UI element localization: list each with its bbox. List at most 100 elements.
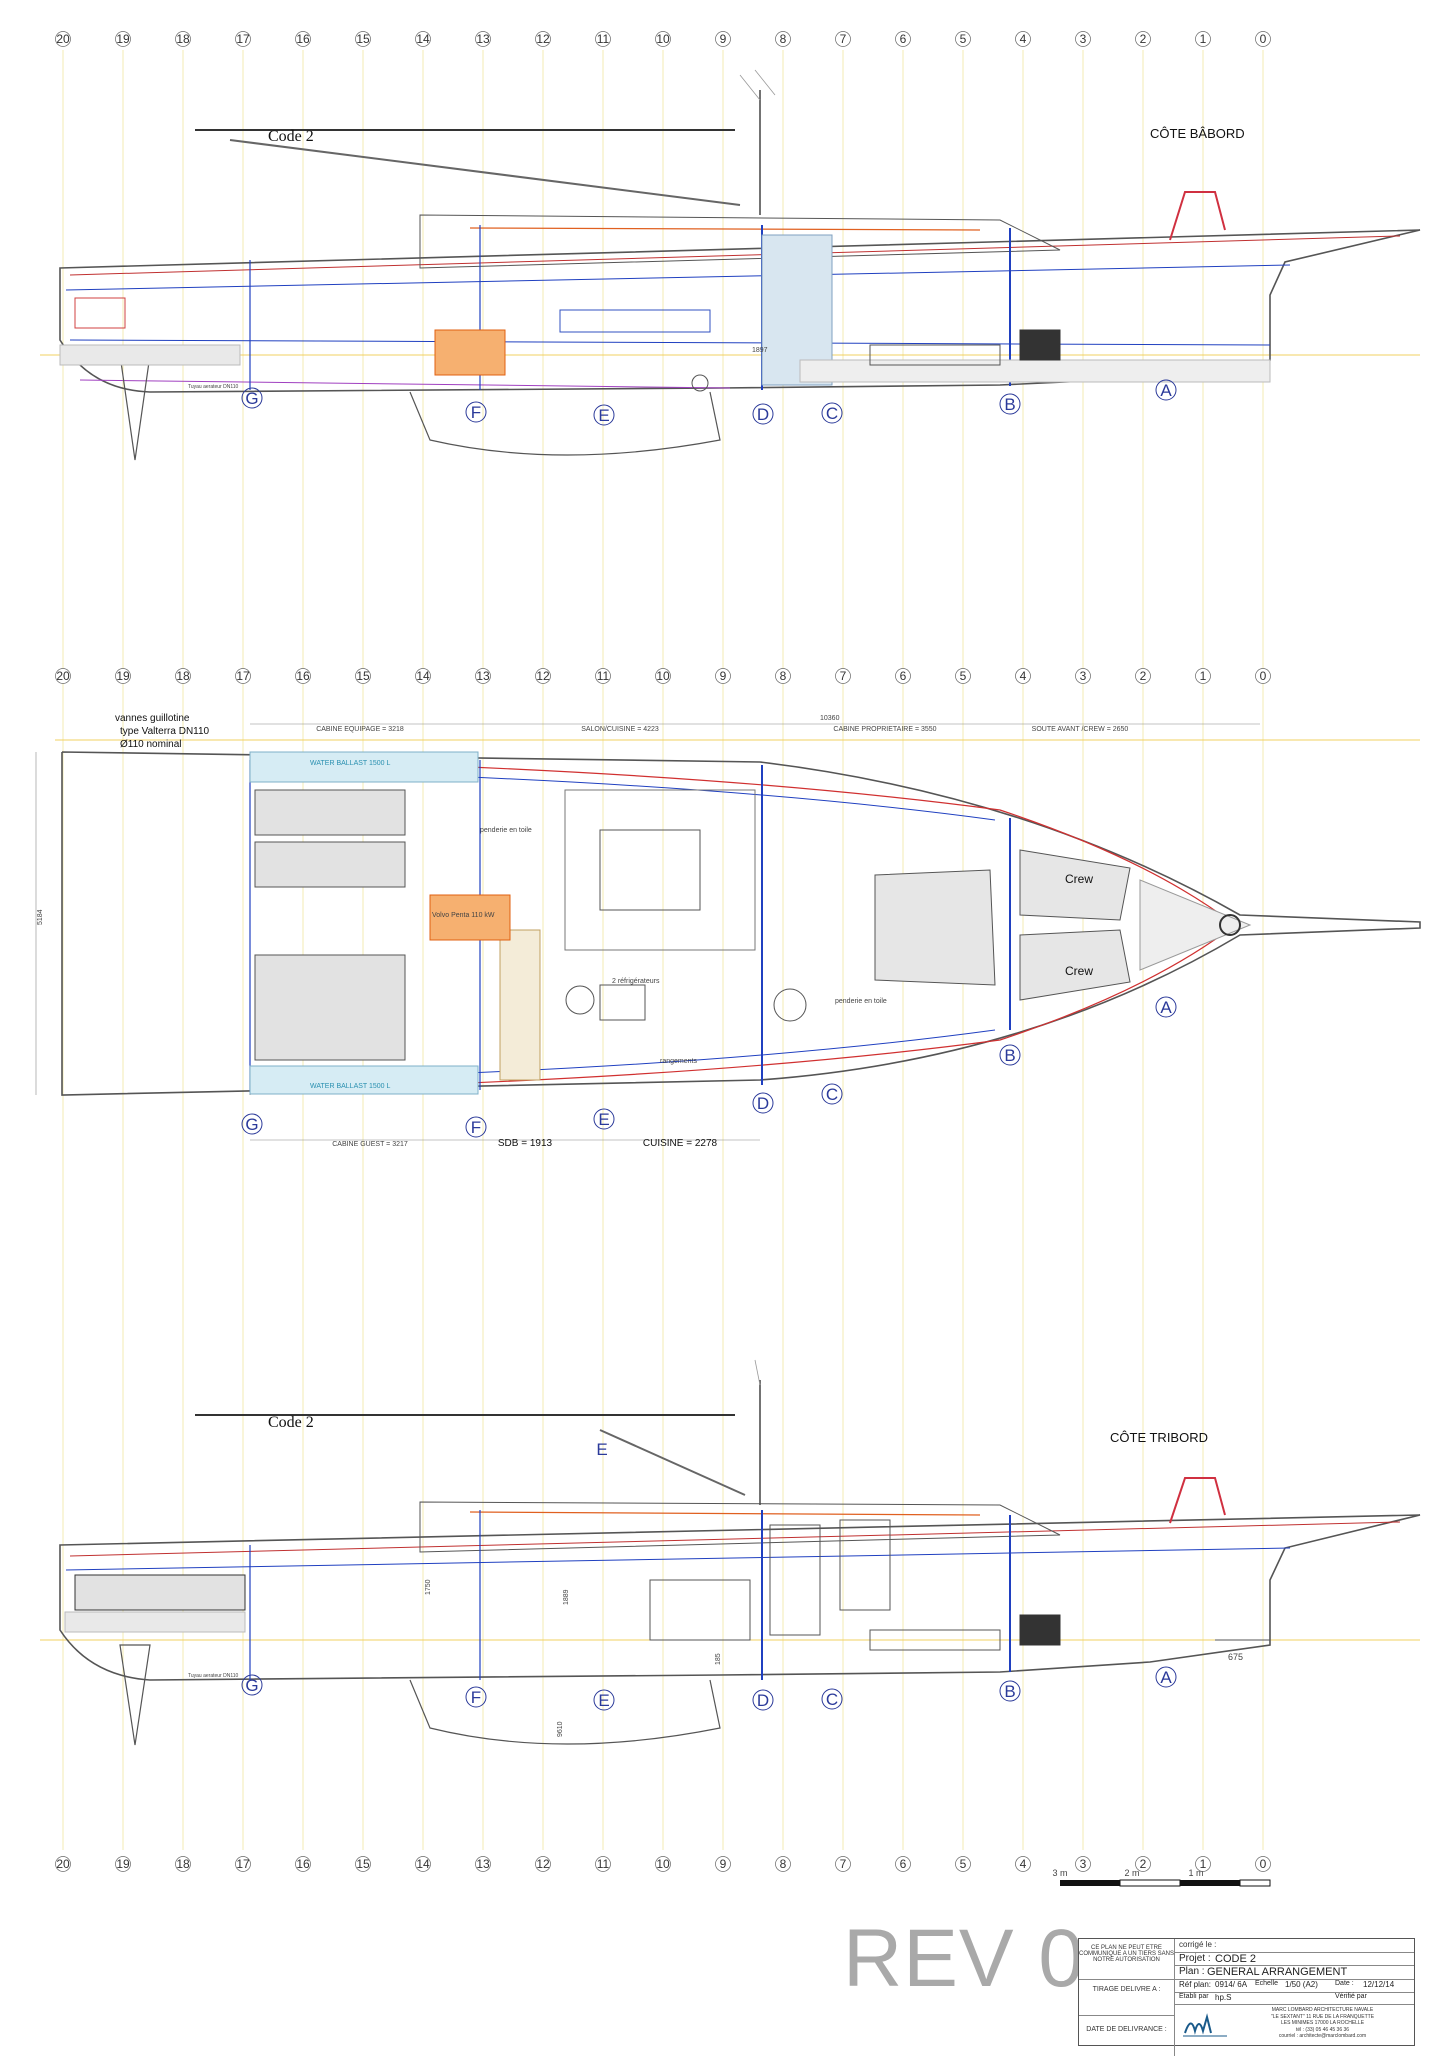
station-label: 5 xyxy=(960,669,967,683)
section-marker-label: D xyxy=(757,405,769,424)
port-mast-label: Code 2 xyxy=(268,128,314,145)
station-marker xyxy=(835,668,851,684)
station-label: 16 xyxy=(296,32,310,46)
dim-185: 185 xyxy=(715,1653,722,1665)
station-marker xyxy=(1075,668,1091,684)
scale-value: 1/50 (A2) xyxy=(1285,1980,1318,1989)
station-label: 6 xyxy=(900,32,907,46)
station-marker xyxy=(55,668,71,684)
section-marker-circle xyxy=(821,1688,843,1710)
station-marker xyxy=(475,668,491,684)
station-marker xyxy=(895,1856,911,1872)
station-marker xyxy=(115,1856,131,1872)
station-label: 13 xyxy=(476,1857,490,1871)
station-marker xyxy=(115,668,131,684)
station-marker xyxy=(355,1856,371,1872)
station-marker xyxy=(535,1856,551,1872)
station-marker xyxy=(955,1856,971,1872)
station-marker xyxy=(595,1856,611,1872)
station-label: 12 xyxy=(536,32,550,46)
section-marker-circle xyxy=(593,1689,615,1711)
zone-salon: SALON/CUISINE = 4223 xyxy=(581,726,659,733)
section-marker-circle xyxy=(999,1680,1021,1702)
section-marker-circle xyxy=(752,403,774,425)
station-label: 10 xyxy=(656,669,670,683)
section-marker-circle xyxy=(465,401,487,423)
station-marker xyxy=(235,31,251,47)
station-label: 12 xyxy=(536,669,550,683)
section-marker-circle xyxy=(999,1044,1021,1066)
station-label: 2 xyxy=(1140,1857,1147,1871)
station-label: 0 xyxy=(1260,1857,1267,1871)
port-vent-note: Tuyau aerateur DN110 xyxy=(188,384,239,390)
station-marker xyxy=(1255,668,1271,684)
station-marker xyxy=(715,1856,731,1872)
plan-name: GENERAL ARRANGEMENT xyxy=(1207,1966,1348,1978)
station-marker xyxy=(1255,1856,1271,1872)
scale-label: Echelle xyxy=(1255,1980,1278,1987)
station-marker xyxy=(955,31,971,47)
date-label: Date : xyxy=(1335,1980,1354,1987)
station-label: 16 xyxy=(296,669,310,683)
section-marker-circle xyxy=(593,1108,615,1130)
section-marker-label: F xyxy=(471,1688,481,1707)
starboard-mast-label: Code 2 xyxy=(268,1414,314,1431)
section-marker-label: G xyxy=(245,389,258,408)
station-marker xyxy=(1075,31,1091,47)
station-marker xyxy=(475,31,491,47)
beam-dimension: 5184 xyxy=(37,909,44,925)
section-marker-label: B xyxy=(1004,1046,1015,1065)
station-label: 8 xyxy=(780,669,787,683)
station-label: 11 xyxy=(597,669,610,683)
station-marker xyxy=(235,1856,251,1872)
starboard-side-label: CÔTE TRIBORD xyxy=(1110,1430,1208,1445)
station-label: 4 xyxy=(1020,32,1027,46)
station-marker xyxy=(835,31,851,47)
station-marker xyxy=(595,668,611,684)
station-marker xyxy=(1075,1856,1091,1872)
station-marker xyxy=(595,31,611,47)
dim-675: 675 xyxy=(1228,1652,1243,1662)
ref-label: Réf plan: xyxy=(1179,1980,1212,1989)
station-label: 0 xyxy=(1260,669,1267,683)
section-marker-label: A xyxy=(1160,381,1172,400)
section-marker-label: E xyxy=(598,1110,609,1129)
confidentiality-note: CE PLAN NE PEUT ETRE COMMUNIQUE A UN TIE… xyxy=(1079,1939,1175,1979)
station-marker xyxy=(775,668,791,684)
svg-text:Ø110 nominal: Ø110 nominal xyxy=(120,739,182,750)
station-marker xyxy=(115,31,131,47)
station-marker xyxy=(55,1856,71,1872)
station-label: 3 xyxy=(1080,669,1087,683)
dim-9610: 9610 xyxy=(557,1721,564,1737)
station-label: 0 xyxy=(1260,32,1267,46)
station-label: 20 xyxy=(56,1857,70,1871)
section-marker-label: C xyxy=(826,1690,838,1709)
station-marker xyxy=(655,668,671,684)
plan-view xyxy=(35,723,1421,1141)
station-label: 17 xyxy=(236,669,250,683)
engine-label: Volvo Penta 110 kW xyxy=(432,912,495,919)
station-label: 11 xyxy=(597,32,610,46)
section-marker-circle xyxy=(241,1674,263,1696)
station-label: 15 xyxy=(356,669,370,683)
station-marker xyxy=(235,668,251,684)
scale-bar: 3 m 2 m 1 m xyxy=(1052,1868,1271,1887)
station-label: 3 xyxy=(1080,32,1087,46)
valve-note: vannes guillotine type Valterra DN110 Ø1… xyxy=(115,713,210,750)
crew-bunk-label-1: Crew xyxy=(1065,872,1093,886)
section-marker-label: A xyxy=(1160,998,1172,1017)
station-marker xyxy=(1135,668,1151,684)
drawn-by-value: hp.S xyxy=(1215,1993,1232,2002)
revision-label: REV 0 xyxy=(843,1913,1085,2004)
ballast-bottom: WATER BALLAST 1500 L xyxy=(310,1083,391,1090)
section-marker-label: E xyxy=(598,406,609,425)
dim-1889: 1889 xyxy=(563,1589,570,1605)
crew-bunk-label-2: Crew xyxy=(1065,964,1093,978)
section-marker-label: F xyxy=(471,1118,481,1137)
zone-bathroom: SDB = 1913 xyxy=(498,1138,553,1149)
port-profile xyxy=(40,69,1421,461)
station-marker xyxy=(55,31,71,47)
station-marker xyxy=(775,31,791,47)
station-marker xyxy=(895,31,911,47)
